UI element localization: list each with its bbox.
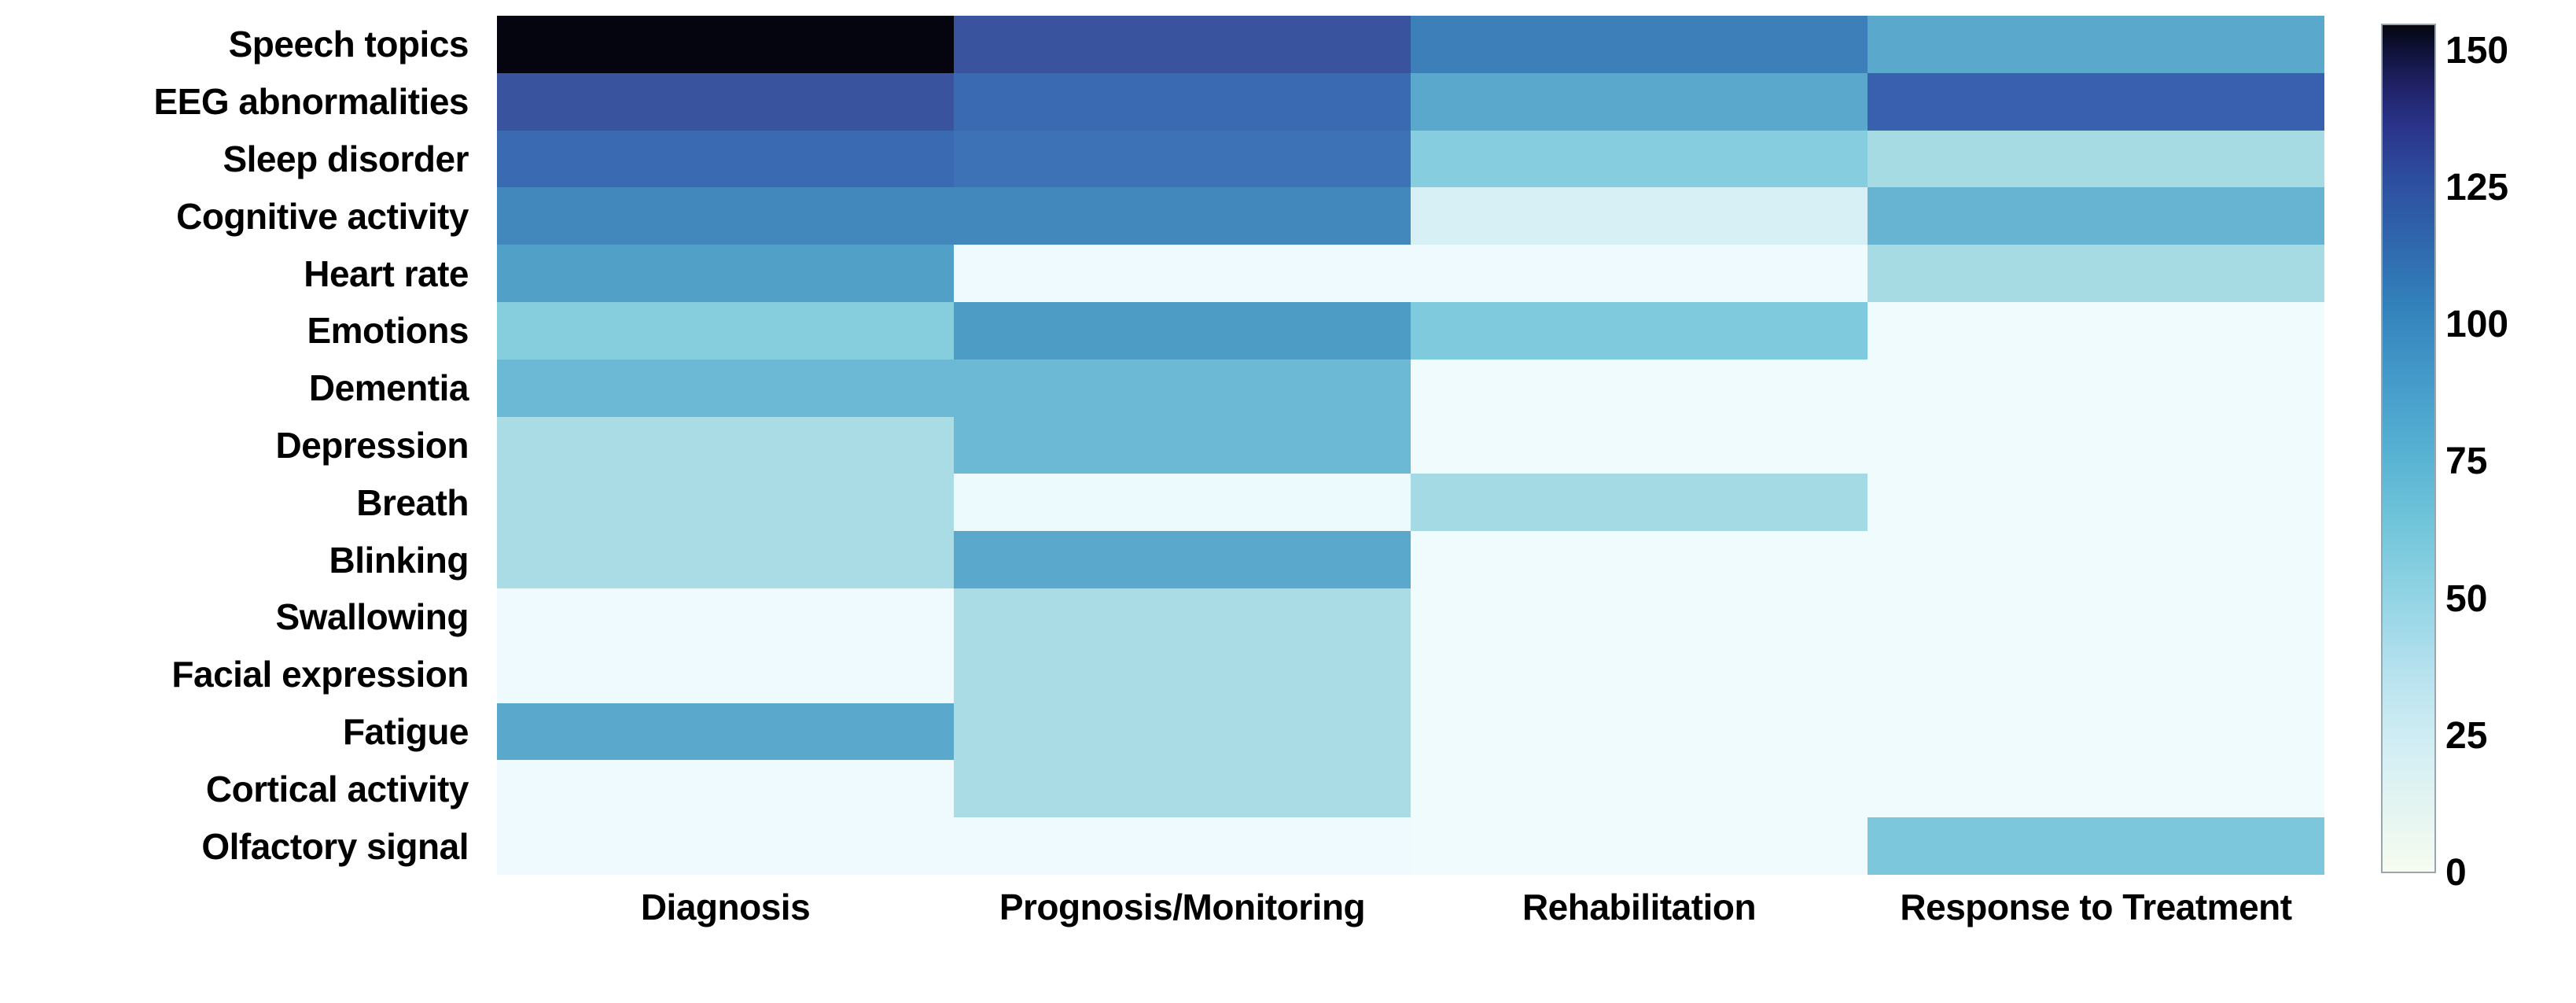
heatmap-cell (1868, 817, 2324, 875)
heatmap-cell (497, 703, 954, 761)
heatmap-cell (1868, 703, 2324, 761)
heatmap-cell (1411, 245, 1868, 302)
y-axis-tick-label: Depression (0, 417, 483, 474)
heatmap-cell (1868, 131, 2324, 188)
colorbar-tick-label: 50 (2445, 581, 2487, 618)
heatmap-cell (1411, 588, 1868, 646)
heatmap-cell (1411, 73, 1868, 131)
heatmap-cell (954, 16, 1411, 73)
heatmap-cell (497, 588, 954, 646)
heatmap-cell (1868, 474, 2324, 531)
x-axis-tick-label: Rehabilitation (1411, 886, 1868, 957)
heatmap-cell (1411, 187, 1868, 245)
colorbar-tick-label: 150 (2445, 32, 2508, 70)
y-axis-tick-label: EEG abnormalities (0, 73, 483, 131)
heatmap-cell (497, 16, 954, 73)
heatmap-cell (497, 646, 954, 703)
heatmap-cell (497, 73, 954, 131)
heatmap-cell (954, 531, 1411, 588)
heatmap-cell (1411, 474, 1868, 531)
y-axis-tick-label: Blinking (0, 531, 483, 588)
heatmap-cell (954, 73, 1411, 131)
y-axis-tick-labels: Speech topicsEEG abnormalitiesSleep diso… (0, 16, 483, 875)
heatmap-cell (954, 760, 1411, 817)
colorbar-gradient (2381, 24, 2436, 873)
y-axis-tick-label: Breath (0, 474, 483, 531)
x-axis-tick-label: Diagnosis (497, 886, 954, 957)
y-axis-tick-label: Facial expression (0, 646, 483, 703)
heatmap-cell (954, 646, 1411, 703)
heatmap-cell (497, 360, 954, 417)
heatmap-cell (954, 187, 1411, 245)
heatmap-cell (954, 360, 1411, 417)
y-axis-tick-label: Fatigue (0, 703, 483, 761)
y-axis-tick-label: Cortical activity (0, 760, 483, 817)
heatmap-cell (1411, 417, 1868, 474)
colorbar-tick-label: 0 (2445, 854, 2467, 892)
heatmap-cell (497, 531, 954, 588)
y-axis-tick-label: Sleep disorder (0, 131, 483, 188)
heatmap-cell (1411, 646, 1868, 703)
heatmap-cell (1868, 646, 2324, 703)
heatmap-cell (1411, 360, 1868, 417)
colorbar (2381, 24, 2436, 873)
heatmap-cell (1411, 703, 1868, 761)
x-axis-tick-labels: DiagnosisPrognosis/MonitoringRehabilitat… (497, 886, 2324, 957)
heatmap-cell (497, 474, 954, 531)
y-axis-tick-label: Speech topics (0, 16, 483, 73)
heatmap-cell (954, 474, 1411, 531)
y-axis-tick-label: Cognitive activity (0, 187, 483, 245)
y-axis-tick-label: Heart rate (0, 245, 483, 302)
heatmap-cell (1411, 16, 1868, 73)
heatmap-cell (497, 760, 954, 817)
heatmap-cell (497, 417, 954, 474)
heatmap-cell (497, 245, 954, 302)
heatmap-cell (497, 302, 954, 360)
heatmap-cell (954, 245, 1411, 302)
y-axis-tick-label: Emotions (0, 302, 483, 360)
heatmap-cell (954, 302, 1411, 360)
heatmap-cell (1868, 360, 2324, 417)
heatmap-cell (954, 131, 1411, 188)
heatmap-cell (1868, 187, 2324, 245)
heatmap-cell (1411, 302, 1868, 360)
heatmap-cell (954, 817, 1411, 875)
heatmap-cell (1868, 73, 2324, 131)
colorbar-tick-label: 100 (2445, 306, 2508, 344)
heatmap-cell (954, 703, 1411, 761)
heatmap-cell (1411, 131, 1868, 188)
heatmap-cell (497, 817, 954, 875)
heatmap-cell (1868, 417, 2324, 474)
heatmap-cell (1868, 245, 2324, 302)
heatmap-cell (954, 417, 1411, 474)
heatmap-cell (1411, 760, 1868, 817)
heatmap-cell (497, 131, 954, 188)
heatmap-grid (497, 16, 2324, 875)
colorbar-tick-label: 75 (2445, 443, 2487, 481)
y-axis-tick-label: Olfactory signal (0, 817, 483, 875)
colorbar-tick-label: 125 (2445, 169, 2508, 207)
heatmap-cell (1411, 817, 1868, 875)
y-axis-tick-label: Swallowing (0, 588, 483, 646)
heatmap-cell (1868, 760, 2324, 817)
heatmap-cell (1868, 531, 2324, 588)
heatmap-cell (1868, 302, 2324, 360)
colorbar-tick-label: 25 (2445, 717, 2487, 755)
x-axis-tick-label: Prognosis/Monitoring (954, 886, 1411, 957)
heatmap-cell (497, 187, 954, 245)
heatmap-cell (1868, 588, 2324, 646)
heatmap-cell (1411, 531, 1868, 588)
y-axis-tick-label: Dementia (0, 360, 483, 417)
heatmap-cell (1868, 16, 2324, 73)
colorbar-tick-labels: 0 25 50 75 100 125 150 (2445, 0, 2576, 1003)
x-axis-tick-label: Response to Treatment (1868, 886, 2324, 957)
heatmap-cell (954, 588, 1411, 646)
